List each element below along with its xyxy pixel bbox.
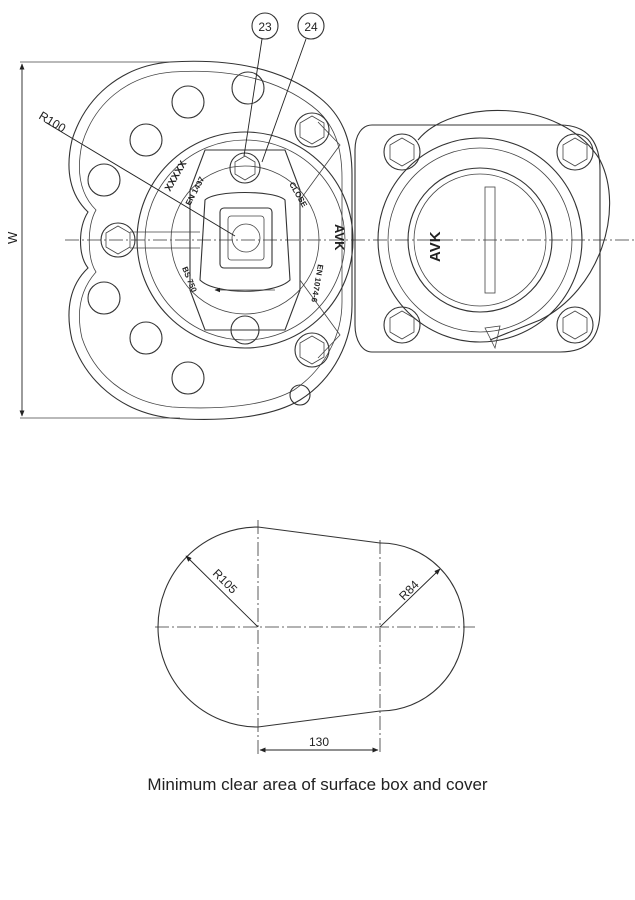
- operating-square-nut: [219, 207, 273, 269]
- arm-left: [130, 231, 200, 249]
- r100-leader: [44, 121, 236, 237]
- marking-serial: XXXXX: [163, 159, 189, 194]
- operating-cap: [199, 191, 291, 292]
- valve-top-view: XXXXX EN 1437 CLOSE EN 1074-6 BS 750 AVK…: [5, 12, 635, 420]
- callout-23: 23: [243, 12, 279, 157]
- w-label: W: [5, 231, 20, 244]
- centre-distance-label: 130: [309, 735, 329, 749]
- operating-square-inner: [227, 215, 265, 261]
- clear-area-outline: [157, 526, 465, 728]
- base-plate-inner-outline: [79, 70, 343, 409]
- figure-caption: Minimum clear area of surface box and co…: [147, 775, 488, 794]
- arm-lower-right: [299, 279, 341, 359]
- valve-bonnet-ring: [170, 165, 320, 315]
- outer-bolt-holes: [87, 71, 311, 406]
- base-plate-outline: [68, 60, 353, 420]
- logo-cover: AVK: [427, 231, 444, 262]
- r105-label: R105: [210, 566, 240, 596]
- r84-label: R84: [396, 577, 422, 603]
- clear-area-view: R105 R84 130: [155, 520, 475, 755]
- svg-text:24: 24: [304, 20, 318, 34]
- marking-en1074: EN 1074-6: [309, 264, 325, 304]
- r100-label: R100: [36, 109, 68, 136]
- marking-close: CLOSE: [287, 181, 309, 210]
- arm-upper-right: [299, 121, 341, 201]
- bonnet-bolts: [100, 112, 330, 368]
- valve-body-inner: [144, 139, 346, 341]
- logo-valve: AVK: [332, 224, 347, 251]
- svg-text:23: 23: [258, 20, 272, 34]
- bonnet-body: [189, 149, 301, 331]
- r105-leader: [185, 555, 259, 628]
- valve-body-outer: [136, 131, 354, 349]
- callout-24: 24: [261, 12, 325, 163]
- marking-en1437: EN 1437: [184, 175, 207, 207]
- stem-circle: [231, 223, 261, 253]
- r84-leader: [379, 568, 441, 628]
- outlet-cover: AVK: [354, 109, 611, 353]
